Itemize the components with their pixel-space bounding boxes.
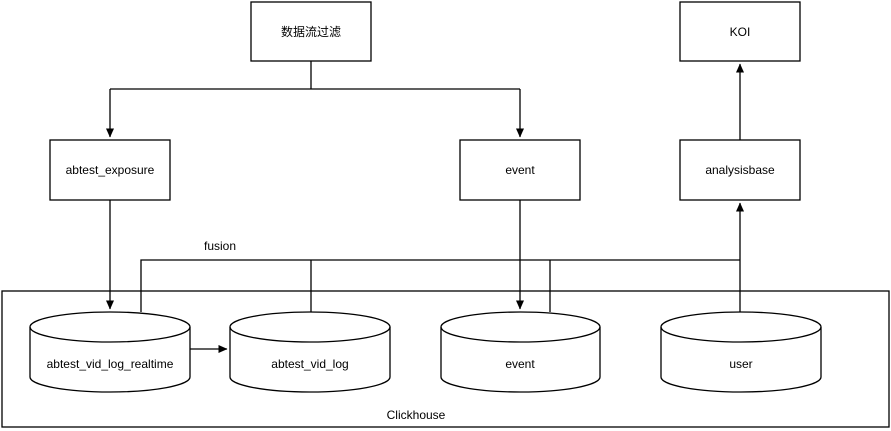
node-abtest-exposure-box bbox=[49, 139, 171, 201]
cylinder-body bbox=[440, 311, 601, 393]
cylinder-top-arc bbox=[440, 326, 601, 343]
node-abtest-exposure-label: abtest_exposure bbox=[66, 163, 155, 177]
db-abtest-vid-log-realtime-label: abtest_vid_log_realtime bbox=[47, 357, 174, 371]
db-abtest-vid-log-realtime: abtest_vid_log_realtime bbox=[29, 311, 191, 393]
node-koi-label: KOI bbox=[730, 25, 751, 39]
cylinder-body bbox=[229, 311, 391, 393]
node-koi: KOI bbox=[679, 1, 801, 62]
db-abtest-vid-log-label: abtest_vid_log bbox=[271, 357, 348, 371]
node-analysisbase: analysisbase bbox=[679, 139, 801, 201]
fusion-edge-label: fusion bbox=[204, 239, 236, 253]
node-koi-box bbox=[679, 1, 801, 62]
cylinder-top-arc bbox=[660, 326, 822, 343]
node-data-filter-box bbox=[250, 1, 372, 62]
node-event-box bbox=[459, 139, 581, 201]
db-abtest-vid-log: abtest_vid_log bbox=[229, 311, 391, 393]
clickhouse-label: Clickhouse bbox=[387, 408, 446, 422]
db-user-label: user bbox=[729, 357, 752, 371]
node-data-filter-label: 数据流过滤 bbox=[281, 24, 341, 39]
node-abtest-exposure: abtest_exposure bbox=[49, 139, 171, 201]
node-event-label: event bbox=[505, 163, 535, 177]
cylinder-top-arc bbox=[229, 326, 391, 343]
node-event: event bbox=[459, 139, 581, 201]
cylinder-body bbox=[29, 311, 191, 393]
db-event: event bbox=[440, 311, 601, 393]
node-data-filter: 数据流过滤 bbox=[250, 1, 372, 62]
cylinder-body bbox=[660, 311, 822, 393]
cylinder-top-arc bbox=[29, 326, 191, 343]
db-user: user bbox=[660, 311, 822, 393]
node-analysisbase-box bbox=[679, 139, 801, 201]
db-event-label: event bbox=[505, 357, 535, 371]
edge-fusion-bus bbox=[140, 259, 740, 312]
edges-layer: fusion bbox=[106, 61, 744, 353]
node-analysisbase-label: analysisbase bbox=[705, 163, 775, 177]
